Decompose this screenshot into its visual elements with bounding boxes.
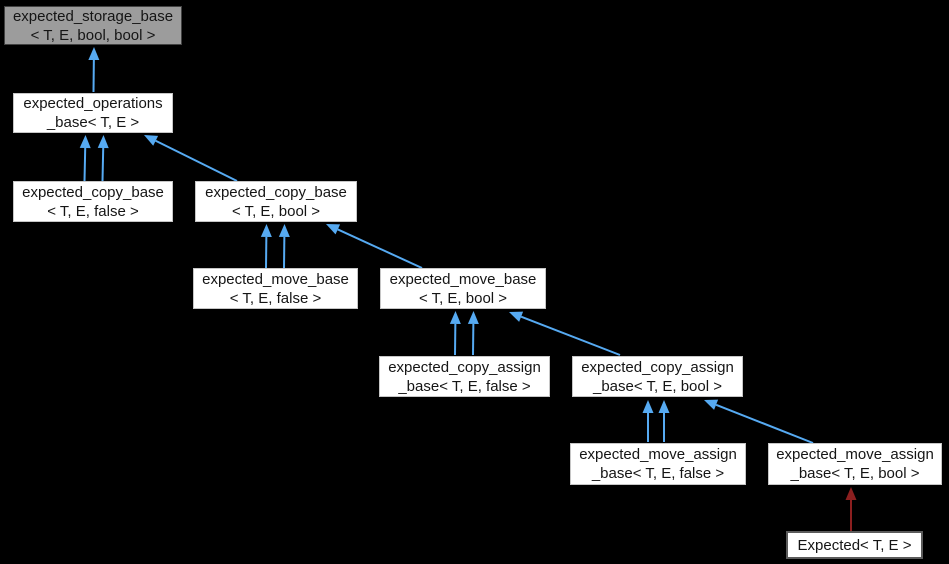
class-name-line: Expected< T, E > bbox=[797, 536, 912, 554]
inheritance-arrow bbox=[260, 224, 272, 269]
class-node-expected-move-base-false[interactable]: expected_move_base < T, E, false > bbox=[193, 268, 358, 309]
class-name-line: expected_copy_base bbox=[205, 183, 347, 201]
class-name-line: expected_operations bbox=[23, 95, 163, 112]
class-template-args: _base< T, E, bool > bbox=[593, 377, 722, 395]
class-name-line: expected_move_base bbox=[389, 270, 537, 288]
class-template-args: < T, E, bool > bbox=[231, 202, 321, 220]
class-name-line: expected_move_assign bbox=[579, 446, 737, 463]
class-node-expected-move-assign-base-bool[interactable]: expected_move_assign _base< T, E, bool > bbox=[768, 443, 942, 485]
class-template-args: < T, E, bool > bbox=[418, 289, 508, 307]
class-template-args: _base< T, E, bool > bbox=[790, 465, 920, 482]
class-name-line: expected_copy_assign bbox=[388, 358, 541, 376]
class-node-expected-copy-assign-base-bool[interactable]: expected_copy_assign _base< T, E, bool > bbox=[572, 356, 743, 397]
class-node-expected-copy-base-false[interactable]: expected_copy_base < T, E, false > bbox=[13, 181, 173, 222]
class-name-line: expected_storage_base bbox=[12, 7, 174, 25]
inheritance-arrow bbox=[79, 135, 91, 182]
inheritance-arrow bbox=[97, 135, 109, 182]
class-name-line: expected_move_base bbox=[202, 270, 349, 288]
inheritance-arrow bbox=[467, 311, 479, 356]
inheritance-arrow bbox=[642, 400, 654, 442]
class-node-expected-move-assign-base-false[interactable]: expected_move_assign _base< T, E, false … bbox=[570, 443, 746, 485]
inheritance-arrow bbox=[704, 399, 814, 444]
class-template-args: _base< T, E > bbox=[46, 114, 140, 131]
inheritance-arrow bbox=[88, 47, 100, 93]
class-node-expected-move-base-bool[interactable]: expected_move_base < T, E, bool > bbox=[380, 268, 546, 309]
inheritance-arrow bbox=[326, 224, 423, 269]
inheritance-arrow bbox=[278, 224, 290, 269]
class-template-args: _base< T, E, false > bbox=[591, 465, 725, 482]
class-name-line: expected_copy_assign bbox=[581, 358, 734, 376]
class-template-args: < T, E, false > bbox=[229, 289, 322, 307]
inheritance-arrow bbox=[449, 311, 461, 356]
inheritance-arrow bbox=[509, 311, 621, 356]
class-node-expected-copy-assign-base-false[interactable]: expected_copy_assign _base< T, E, false … bbox=[379, 356, 550, 397]
class-node-expected-copy-base-bool[interactable]: expected_copy_base < T, E, bool > bbox=[195, 181, 357, 222]
inheritance-arrow bbox=[845, 487, 857, 531]
inheritance-arrow bbox=[658, 400, 670, 442]
class-name-line: expected_copy_base bbox=[22, 183, 164, 201]
class-template-args: _base< T, E, false > bbox=[398, 377, 531, 395]
class-node-expected[interactable]: Expected< T, E > bbox=[786, 531, 923, 559]
class-template-args: < T, E, bool, bool > bbox=[30, 26, 156, 44]
class-template-args: < T, E, false > bbox=[47, 202, 139, 220]
class-node-expected-operations-base[interactable]: expected_operations _base< T, E > bbox=[13, 93, 173, 133]
class-name-line: expected_move_assign bbox=[776, 446, 934, 463]
class-node-expected-storage-base[interactable]: expected_storage_base < T, E, bool, bool… bbox=[4, 6, 182, 45]
inheritance-arrow bbox=[144, 135, 238, 182]
